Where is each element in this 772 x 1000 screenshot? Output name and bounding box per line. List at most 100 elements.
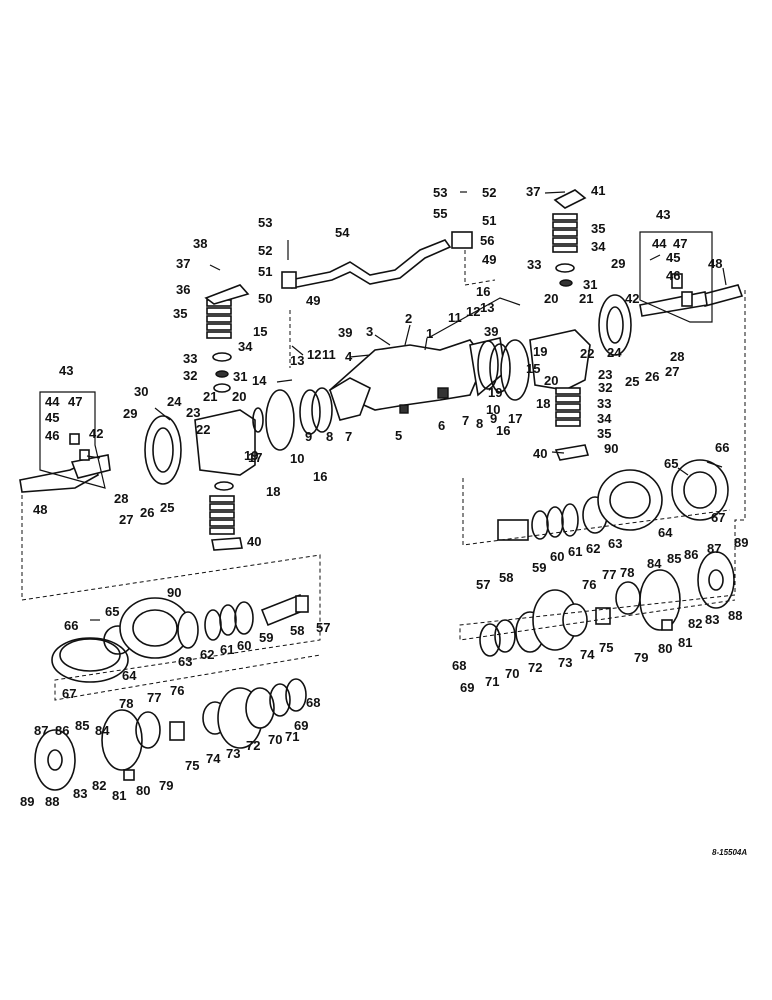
callout-82-right: 82 [688,616,702,631]
callout-8: 8 [326,429,333,444]
callout-3: 3 [366,324,373,339]
callout-51: 51 [258,264,272,279]
callout-22-right: 22 [580,346,594,361]
callout-79-right: 79 [634,650,648,665]
callout-19-right-b: 19 [488,385,502,400]
callout-46-right: 46 [666,268,680,283]
callout-82: 82 [92,778,106,793]
callout-45-right: 45 [666,250,680,265]
callout-27-right: 27 [665,364,679,379]
callout-50: 50 [258,291,272,306]
callout-57-right: 57 [476,577,490,592]
callout-64: 64 [122,668,137,683]
callout-68-right: 68 [452,658,466,673]
callout-23: 23 [186,405,200,420]
callout-42: 42 [89,426,103,441]
callout-86-right: 86 [684,547,698,562]
callout-24-right: 24 [607,345,622,360]
callout-53-right: 53 [433,185,447,200]
callout-40-right: 40 [533,446,547,461]
right-wheel-hub-group [497,459,729,541]
callout-87-right: 87 [707,541,721,556]
callout-15-right: 15 [526,361,540,376]
callout-44-right: 44 [652,236,667,251]
callout-29: 29 [123,406,137,421]
callout-19-right: 19 [533,344,547,359]
callout-41: 41 [591,183,605,198]
callout-68: 68 [306,695,320,710]
callout-40: 40 [247,534,261,549]
callout-79: 79 [159,778,173,793]
callout-21: 21 [203,389,217,404]
callout-76: 76 [170,683,184,698]
callout-83: 83 [73,786,87,801]
callout-31: 31 [233,369,247,384]
callout-70: 70 [268,732,282,747]
callout-14: 14 [252,373,267,388]
callout-34-right: 34 [597,411,612,426]
callout-10: 10 [290,451,304,466]
leader-lines [86,191,727,621]
callout-16-right: 16 [476,284,490,299]
callout-62-right: 62 [586,541,600,556]
callout-76-right: 76 [582,577,596,592]
callout-70-right: 70 [505,666,519,681]
callout-72-right: 72 [528,660,542,675]
callout-89-right: 89 [734,535,748,550]
callout-46: 46 [45,428,59,443]
callout-26: 26 [140,505,154,520]
callout-21-right: 21 [579,291,593,306]
callout-52: 52 [258,243,272,258]
callout-32: 32 [183,368,197,383]
callout-71: 71 [285,729,299,744]
callout-78: 78 [119,696,133,711]
callout-75-right: 75 [599,640,613,655]
callout-35-right: 35 [597,426,611,441]
callout-64-right: 64 [658,525,673,540]
drawing-code: 8-15504A [712,848,747,857]
callout-12: 12 [307,347,321,362]
callout-66: 66 [64,618,78,633]
callout-28: 28 [114,491,128,506]
callout-13: 13 [290,353,304,368]
callout-67: 67 [62,686,76,701]
callout-39-right: 39 [484,324,498,339]
callout-18-right: 18 [536,396,550,411]
callout-65: 65 [105,604,119,619]
callout-60-right: 60 [550,549,564,564]
callout-11: 11 [322,347,336,362]
callout-48-right: 48 [708,256,722,271]
callout-44: 44 [45,394,60,409]
callout-77-right: 77 [602,567,616,582]
callout-36: 36 [176,282,190,297]
callout-29-right: 29 [611,256,625,271]
callout-26-right: 26 [645,369,659,384]
callout-9: 9 [305,429,312,444]
callout-11-right: 11 [448,310,462,325]
callout-24: 24 [167,394,182,409]
callout-83-right: 83 [705,612,719,627]
callout-8-right: 8 [476,416,483,431]
callout-69: 69 [294,718,308,733]
callout-74-right: 74 [580,647,595,662]
callout-81-right: 81 [678,635,692,650]
callout-75: 75 [185,758,199,773]
callout-53: 53 [258,215,272,230]
callout-20-right-b: 20 [544,373,558,388]
callout-73-right: 73 [558,655,572,670]
callout-15: 15 [253,324,267,339]
callout-84: 84 [95,723,110,738]
callout-58: 58 [290,623,304,638]
callout-25-right: 25 [625,374,639,389]
callout-43: 43 [59,363,73,378]
callout-31-right: 31 [583,277,597,292]
callout-34-right-b: 34 [591,239,606,254]
callout-61: 61 [220,642,234,657]
left-axle-shaft [19,454,111,493]
right-knuckle [477,294,632,401]
callout-7-right: 7 [462,413,469,428]
callout-58-right: 58 [499,570,513,585]
callout-39: 39 [338,325,352,340]
